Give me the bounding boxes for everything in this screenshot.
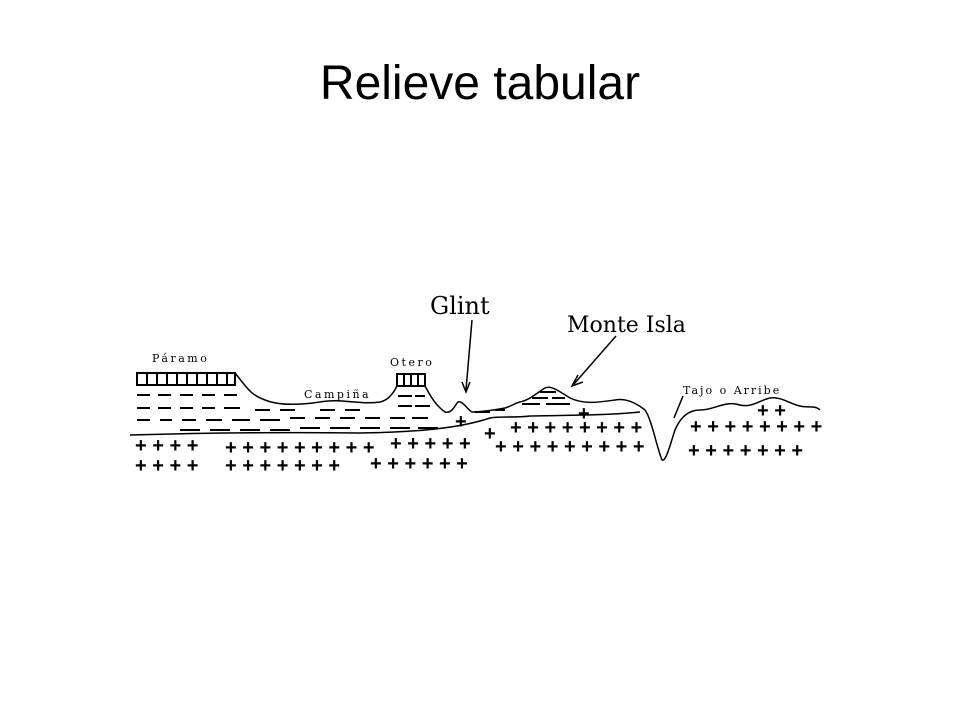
svg-text:+: +	[484, 423, 496, 445]
label-glint: Glint	[430, 292, 490, 320]
slide-title: Relieve tabular	[319, 57, 641, 110]
basement-rocks: + + + + + + + + + + + + + + + + + + + + …	[135, 400, 822, 477]
svg-text:+: +	[578, 403, 590, 425]
relief-profile	[234, 372, 821, 461]
label-tajo-o-arribe: Tajo o Arribe	[683, 384, 781, 397]
svg-text:+ + + + + + +: + + + + + + +	[225, 455, 340, 477]
label-arrows	[461, 319, 684, 419]
svg-text:+ + + +: + + + +	[135, 455, 198, 477]
basement-contact-line	[129, 411, 641, 436]
svg-text:+ + + + +: + + + + +	[390, 433, 471, 455]
svg-text:+ +: + +	[757, 400, 786, 422]
label-campina: Campiña	[304, 388, 371, 401]
svg-text:+ + + + + + + + +: + + + + + + + + +	[225, 437, 375, 459]
svg-text:+: +	[455, 411, 467, 433]
svg-text:+ + + + + + + + +: + + + + + + + + +	[495, 436, 645, 458]
svg-text:+ + + + + + +: + + + + + + +	[688, 440, 803, 462]
otero-cap	[396, 373, 426, 387]
paramo-cap	[136, 372, 236, 386]
label-monte-isla: Monte Isla	[567, 313, 686, 338]
svg-text:+ + + + + + + +: + + + + + + + +	[690, 416, 822, 438]
sediment-layers	[137, 394, 505, 431]
monte-isla-sediments	[522, 391, 570, 405]
svg-text:+ + + +: + + + +	[135, 435, 198, 457]
label-paramo: Páramo	[152, 352, 209, 365]
label-otero: Otero	[390, 356, 434, 369]
svg-text:+ + + + + + + +: + + + + + + + +	[510, 417, 642, 439]
svg-text:+ + + + + +: + + + + + +	[370, 453, 468, 475]
